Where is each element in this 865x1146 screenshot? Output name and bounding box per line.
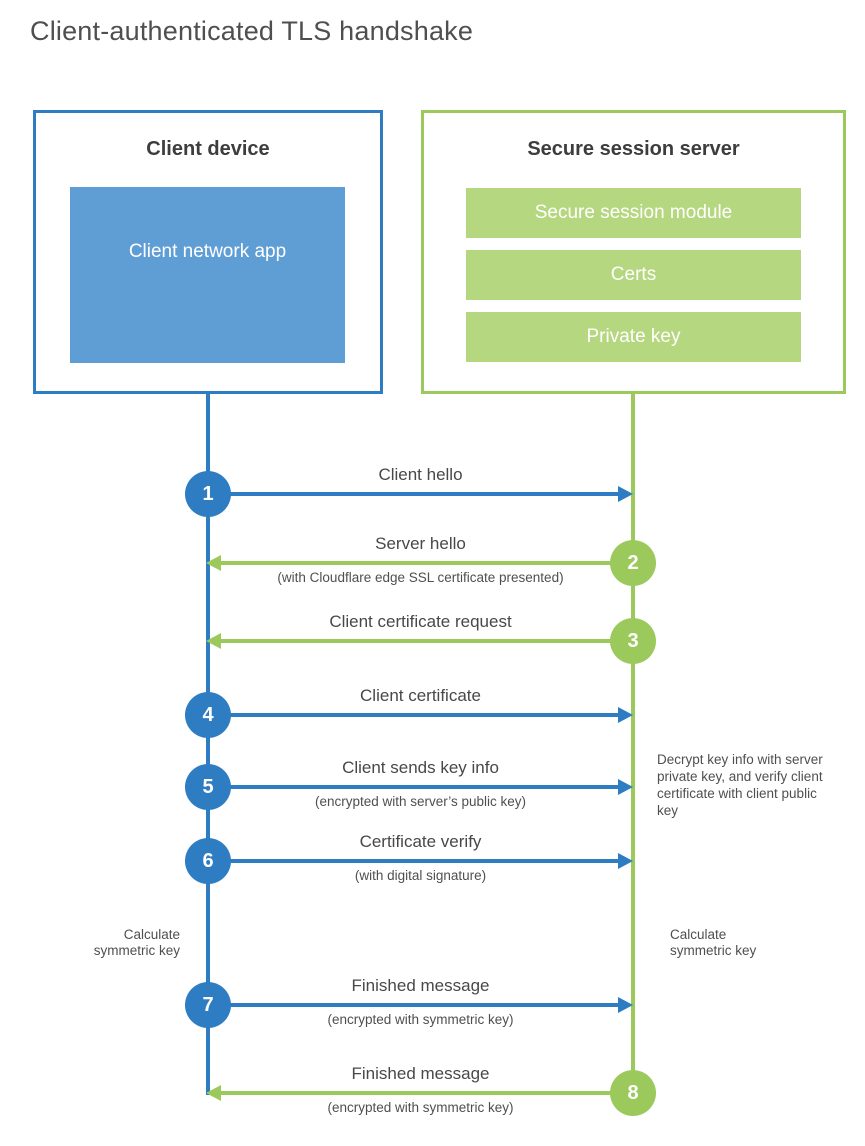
arrow-sublabel: (encrypted with server’s public key) [314,794,527,809]
step-number-badge: 7 [185,982,231,1028]
step-number-badge: 3 [610,618,656,664]
server-lifeline [631,393,635,1093]
arrow-right-icon [618,853,633,869]
arrow-label: Client sends key info [342,758,499,777]
arrow-line [208,492,620,496]
arrow-right-icon [618,997,633,1013]
calc-symmetric-key-client-note: Calculate symmetric key [93,927,180,958]
arrow-label: Certificate verify [359,832,482,851]
arrow-line [221,1091,633,1095]
arrow-label: Server hello [375,534,466,553]
arrow-line [208,785,620,789]
arrow-sublabel: (with Cloudflare edge SSL certificate pr… [277,570,564,585]
server-module-bar-private-key: Private key [466,312,801,362]
client-lifeline [206,393,210,1095]
arrow-line [208,713,620,717]
arrow-right-icon [618,707,633,723]
server-module-bar-certs: Certs [466,250,801,300]
arrow-left-icon [206,633,221,649]
calc-symmetric-key-server-note: Calculate symmetric key [670,927,757,958]
arrow-sublabel: (with digital signature) [354,868,487,883]
arrow-right-icon [618,486,633,502]
arrow-line [208,859,620,863]
decrypt-key-note: Decrypt key info with server private key… [657,752,823,818]
arrow-label: Client hello [378,465,463,484]
step-number-badge: 1 [185,471,231,517]
secure-session-server-title: Secure session server [527,138,740,160]
step-number-badge: 2 [610,540,656,586]
client-network-app-label: Client network app [128,241,287,262]
arrow-label: Client certificate request [329,612,512,631]
step-number-badge: 4 [185,692,231,738]
server-module-bar-secure-session-module: Secure session module [466,188,801,238]
client-device-box: Client device [33,110,383,394]
arrow-label: Client certificate [360,686,481,705]
step-number-badge: 8 [610,1070,656,1116]
arrow-line [208,1003,620,1007]
client-device-title: Client device [146,138,270,160]
arrow-left-icon [206,555,221,571]
arrow-right-icon [618,779,633,795]
secure-session-server-box: Secure session server [421,110,846,394]
arrow-line [221,639,633,643]
step-number-badge: 6 [185,838,231,884]
arrow-sublabel: (encrypted with symmetric key) [327,1012,514,1027]
arrow-left-icon [206,1085,221,1101]
arrow-label: Finished message [351,976,490,995]
arrow-sublabel: (encrypted with symmetric key) [327,1100,514,1115]
arrow-line [221,561,633,565]
step-number-badge: 5 [185,764,231,810]
arrow-label: Finished message [351,1064,490,1083]
page-title: Client-authenticated TLS handshake [30,16,474,46]
client-network-app-box: Client network app [70,187,345,363]
